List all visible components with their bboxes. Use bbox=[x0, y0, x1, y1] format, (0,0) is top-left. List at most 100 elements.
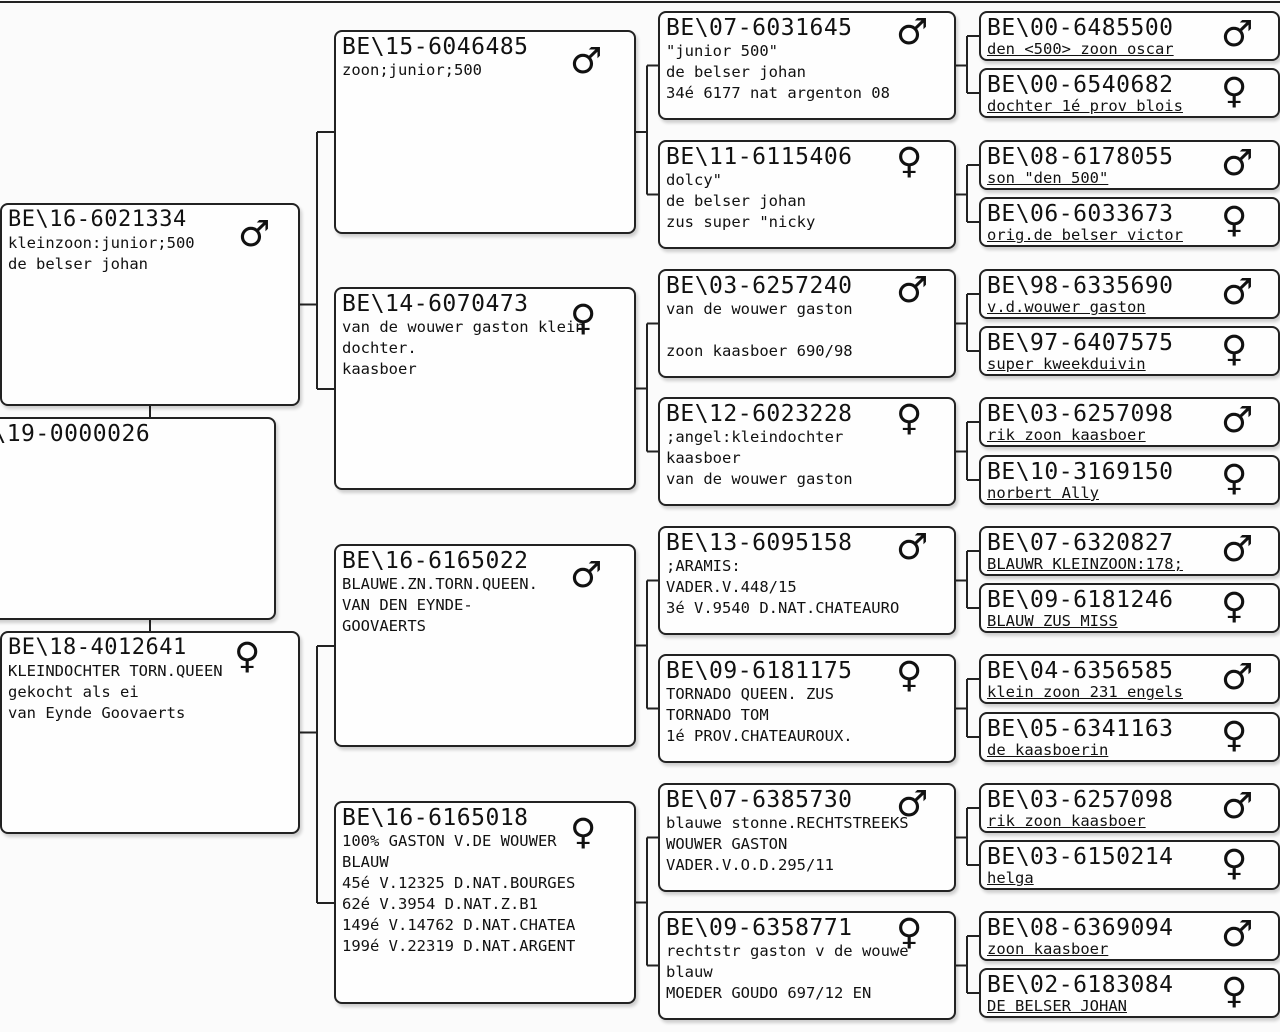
female-symbol-icon: ♀ bbox=[1221, 200, 1248, 241]
bird-note: BLAUWR KLEINZOON:178; bbox=[987, 555, 1183, 573]
g4-ancestor-box-14[interactable]: BE\03-6150214♀helga bbox=[979, 840, 1280, 890]
ring-number: BE\98-6335690 bbox=[987, 273, 1174, 299]
bird-note: 45é V.12325 D.NAT.BOURGES bbox=[342, 874, 576, 892]
bird-note: BLAUW ZUS MISS bbox=[987, 612, 1118, 630]
male-symbol-icon: ♂ bbox=[896, 527, 929, 568]
bird-note: dochter. bbox=[342, 339, 417, 357]
ring-number: BE\08-6178055 bbox=[987, 144, 1174, 170]
great-grandparent-box-1[interactable]: BE\07-6031645♂"junior 500"de belser joha… bbox=[658, 11, 956, 120]
g4-ancestor-box-13[interactable]: BE\03-6257098♂rik zoon kaasboer bbox=[979, 783, 1280, 833]
ring-number: BE\13-6095158 bbox=[666, 530, 853, 556]
male-symbol-icon: ♂ bbox=[570, 555, 603, 596]
ring-number: BE\03-6150214 bbox=[987, 844, 1174, 870]
ring-number: BE\15-6046485 bbox=[342, 34, 529, 60]
great-grandparent-box-8[interactable]: BE\09-6358771♀rechtstr gaston v de wouwe… bbox=[658, 911, 956, 1020]
g4-ancestor-box-10[interactable]: BE\09-6181246♀BLAUW ZUS MISS bbox=[979, 583, 1280, 633]
bird-note: gekocht als ei bbox=[8, 683, 139, 701]
male-symbol-icon: ♂ bbox=[238, 214, 271, 255]
female-symbol-icon: ♀ bbox=[570, 298, 597, 339]
bird-note: dochter 1é prov blois bbox=[987, 97, 1183, 115]
bird-note: de belser johan bbox=[8, 255, 148, 273]
bird-note: "junior 500" bbox=[666, 42, 778, 60]
g4-ancestor-box-16[interactable]: BE\02-6183084♀DE BELSER JOHAN bbox=[979, 968, 1280, 1018]
subject-bird-box[interactable]: E\19-0000026 bbox=[0, 417, 276, 620]
bird-note: zoon;junior;500 bbox=[342, 61, 482, 79]
ring-number: BE\08-6369094 bbox=[987, 915, 1174, 941]
ring-number: BE\07-6031645 bbox=[666, 15, 853, 41]
ring-number: BE\04-6356585 bbox=[987, 658, 1174, 684]
g4-ancestor-box-2[interactable]: BE\00-6540682♀dochter 1é prov blois bbox=[979, 68, 1280, 118]
bird-note: blauw bbox=[666, 963, 713, 981]
bird-note: MOEDER GOUDO 697/12 EN bbox=[666, 984, 872, 1002]
female-symbol-icon: ♀ bbox=[1221, 329, 1248, 370]
grandparent-box-1[interactable]: BE\15-6046485 ♂ zoon;junior;500 bbox=[334, 30, 636, 234]
ring-number: BE\00-6540682 bbox=[987, 72, 1174, 98]
bird-note: den <500> zoon oscar bbox=[987, 40, 1174, 58]
ring-number: E\19-0000026 bbox=[0, 421, 151, 447]
g4-ancestor-box-3[interactable]: BE\08-6178055♂son "den 500" bbox=[979, 140, 1280, 190]
bird-note: de kaasboerin bbox=[987, 741, 1109, 759]
male-symbol-icon: ♂ bbox=[570, 41, 603, 82]
ring-number: BE\03-6257098 bbox=[987, 787, 1174, 813]
bird-note: blauwe stonne.RECHTSTREEKS bbox=[666, 814, 909, 832]
ring-number: BE\09-6181246 bbox=[987, 587, 1174, 613]
ring-number: BE\12-6023228 bbox=[666, 401, 853, 427]
bird-note: orig.de belser victor bbox=[987, 226, 1183, 244]
ring-number: BE\16-6021334 bbox=[8, 207, 187, 232]
bird-note: ;ARAMIS: bbox=[666, 557, 741, 575]
bird-note: ;angel:kleindochter bbox=[666, 428, 844, 446]
female-symbol-icon: ♀ bbox=[896, 655, 923, 696]
g4-ancestor-box-15[interactable]: BE\08-6369094♂zoon kaasboer bbox=[979, 911, 1280, 961]
g4-ancestor-box-7[interactable]: BE\03-6257098♂rik zoon kaasboer bbox=[979, 397, 1280, 447]
g4-ancestor-box-6[interactable]: BE\97-6407575 ♀ super kweekduivin bbox=[979, 326, 1280, 376]
male-symbol-icon: ♂ bbox=[1221, 657, 1254, 698]
ring-number: BE\05-6341163 bbox=[987, 716, 1174, 742]
g4-ancestor-box-1[interactable]: BE\00-6485500♂den <500> zoon oscar bbox=[979, 11, 1280, 61]
grandparent-box-3[interactable]: BE\16-6165022♂BLAUWE.ZN.TORN.QUEEN.VAN D… bbox=[334, 544, 636, 747]
bird-note: van de wouwer gaston klein bbox=[342, 318, 585, 336]
great-grandparent-box-3[interactable]: BE\03-6257240♂van de wouwer gaston zoon … bbox=[658, 269, 956, 378]
bird-note: VADER.V.O.D.295/11 bbox=[666, 856, 834, 874]
g4-ancestor-box-5[interactable]: BE\98-6335690♂v.d.wouwer gaston bbox=[979, 269, 1280, 319]
bird-note: kaasboer bbox=[342, 360, 417, 378]
ring-number: BE\18-4012641 bbox=[8, 635, 187, 660]
ring-number: BE\02-6183084 bbox=[987, 972, 1174, 998]
g4-ancestor-box-9[interactable]: BE\07-6320827♂BLAUWR KLEINZOON:178; bbox=[979, 526, 1280, 576]
bird-note: 199é V.22319 D.NAT.ARGENT bbox=[342, 937, 576, 955]
bird-note: KLEINDOCHTER TORN.QUEEN bbox=[8, 662, 223, 680]
g4-ancestor-box-8[interactable]: BE\10-3169150♀norbert Ally bbox=[979, 455, 1280, 505]
ring-number: BE\03-6257240 bbox=[666, 273, 853, 299]
bird-note bbox=[666, 320, 948, 341]
ring-number: BE\09-6181175 bbox=[666, 658, 853, 684]
g4-ancestor-box-11[interactable]: BE\04-6356585♂klein zoon 231 engels bbox=[979, 654, 1280, 704]
bird-note: super kweekduivin bbox=[987, 355, 1146, 373]
bird-note: 34é 6177 nat argenton 08 bbox=[666, 84, 890, 102]
ring-number: BE\00-6485500 bbox=[987, 15, 1174, 41]
ring-number: BE\06-6033673 bbox=[987, 201, 1174, 227]
bird-note: 62é V.3954 D.NAT.Z.B1 bbox=[342, 895, 538, 913]
female-symbol-icon: ♀ bbox=[1221, 971, 1248, 1012]
g4-ancestor-box-12[interactable]: BE\05-6341163♀de kaasboerin bbox=[979, 712, 1280, 762]
grandparent-box-2[interactable]: BE\14-6070473♀van de wouwer gaston klein… bbox=[334, 287, 636, 490]
great-grandparent-box-7[interactable]: BE\07-6385730♂blauwe stonne.RECHTSTREEKS… bbox=[658, 783, 956, 892]
ring-number: BE\16-6165022 bbox=[342, 548, 529, 574]
ring-number: BE\97-6407575 bbox=[987, 330, 1174, 356]
bird-note: VAN DEN EYNDE- bbox=[342, 596, 473, 614]
bird-note: rechtstr gaston v de wouwe bbox=[666, 942, 909, 960]
female-symbol-icon: ♀ bbox=[1221, 458, 1248, 499]
bird-note: van de wouwer gaston bbox=[666, 470, 853, 488]
g4-ancestor-box-4[interactable]: BE\06-6033673 ♀ orig.de belser victor bbox=[979, 197, 1280, 247]
bird-note: WOUWER GASTON bbox=[666, 835, 788, 853]
bird-note: van Eynde Goovaerts bbox=[8, 704, 186, 722]
bird-note: zus super "nicky bbox=[666, 213, 816, 231]
bird-note: zoon kaasboer bbox=[987, 940, 1109, 958]
ring-number: BE\09-6358771 bbox=[666, 915, 853, 941]
